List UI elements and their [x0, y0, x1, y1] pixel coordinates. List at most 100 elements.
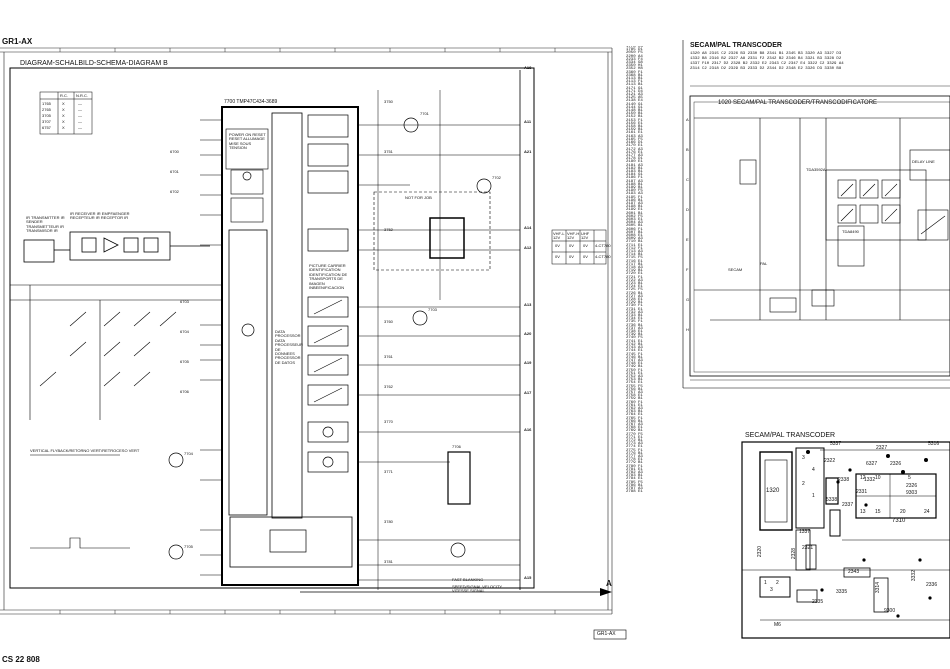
parts-list-item: 2177 A3	[626, 153, 643, 158]
parts-list-item: 2765 F1	[626, 416, 643, 421]
table-row: 2765	[42, 107, 51, 112]
parts-list-item: 2186 F1	[626, 176, 643, 181]
parts-list-item: 2766 B1	[626, 419, 643, 424]
side-table-cell: 0V	[555, 254, 560, 259]
parts-list-item: 2768 E1	[626, 426, 643, 431]
table-header-rc: R.C.	[60, 93, 68, 98]
parts-list-item: 2710 B1	[626, 240, 643, 245]
component-ref: 6704	[180, 329, 189, 334]
parts-list-item: 2728 E1	[626, 298, 643, 303]
parts-list-item: 2737 A3	[626, 326, 643, 331]
parts-list-item: 2144 G1	[626, 105, 643, 110]
parts-list-item: 2150 B1	[626, 112, 643, 117]
pcb-label: 2336	[926, 582, 938, 588]
pin-label: A16	[524, 427, 532, 432]
parts-list-item: 2764 E1	[626, 413, 643, 418]
parts-list-item: 2360 F1	[626, 70, 643, 75]
parts-list-item: 2720 E1	[626, 272, 643, 277]
parts-list-item: 2121 A3	[626, 93, 643, 98]
table-cell: —	[78, 113, 82, 118]
pcb-label: 1332	[864, 477, 876, 483]
pcb-label: 2335	[812, 599, 824, 605]
side-table-label: 4-CT780	[595, 243, 611, 248]
pcb-pin: 12	[860, 475, 866, 481]
block-power-on-reset: POWER ON RESET RESET ALLUMAGE MISE SOUS …	[229, 132, 266, 151]
parts-list-item: 2773 A3	[626, 442, 643, 447]
parts-list-item: 2188 B1	[626, 182, 643, 187]
parts-list-item: 2750 F1	[626, 368, 643, 373]
parts-list-item: 2182 B1	[626, 166, 643, 171]
parts-list-item: 2368 B1	[626, 73, 643, 78]
parts-list-item: 2716 E1	[626, 259, 643, 264]
footer-box-label: GR1-AX	[597, 631, 616, 637]
parts-list-item: 2762 A3	[626, 406, 643, 411]
parts-list-item: 2719 B1	[626, 269, 643, 274]
parts-list-item: 1785 D1	[626, 48, 643, 53]
parts-list-item: 2784 E1	[626, 477, 643, 482]
parts-list-item: 2197 A3	[626, 201, 643, 206]
parts-list-item: 2171 D4	[626, 89, 643, 94]
block-data-processor: DATA PROCESSOR DATA PROCESSEUR DE DONNEE…	[275, 329, 304, 365]
table-cell: X	[62, 107, 65, 112]
parts-list-item: 2604 A3	[626, 221, 643, 226]
parts-list-item: 2723 B1	[626, 282, 643, 287]
parts-list-item: 2729 B1	[626, 301, 643, 306]
secam-inline-label: TDA3592A	[806, 167, 826, 172]
pin-label: A14	[524, 225, 532, 230]
parts-list-item: 2713 A3	[626, 250, 643, 254]
parts-list-item: 2153 F1	[626, 118, 643, 123]
parts-list-item: 2187 A3	[626, 179, 643, 184]
parts-list-item: 2749 B1	[626, 365, 643, 370]
pin-label: A18	[524, 65, 532, 70]
pcb-pin: 15	[875, 509, 881, 515]
parts-list-item: 2159 B1	[626, 128, 643, 133]
secam-row-letter: D	[686, 207, 689, 212]
parts-list-item: 2761 E1	[626, 403, 643, 408]
secam-row-letter: H	[686, 327, 689, 332]
side-table-cell: 0V	[569, 254, 574, 259]
table-cell: —	[78, 107, 82, 112]
component-ref: 3750	[384, 99, 393, 104]
parts-list-item: 2198 B1	[626, 205, 643, 210]
pcb-label: 9303	[906, 490, 918, 496]
component-ref: 3752	[384, 227, 393, 232]
parts-list-item: 2140 G1	[626, 102, 643, 107]
parts-list-item: 2733 B1	[626, 314, 643, 319]
parts-list-item: 2195 F1	[626, 195, 643, 200]
pcb-label: 5337	[830, 441, 842, 447]
ir-transmitter-label: IR TRANSMITTER IR SENDER TRANSMETTEUR IR…	[26, 215, 65, 234]
parts-list-item: 2758 E1	[626, 394, 643, 399]
side-table-header: VHF-H 12V	[567, 231, 580, 240]
parts-list-item: 2156 E1	[626, 121, 643, 126]
parts-list-item: 2233 F4	[626, 57, 643, 62]
component-ref: 6706	[180, 389, 189, 394]
parts-list-item: 2714 B1	[626, 253, 643, 258]
pcb-label: 2338	[838, 477, 850, 483]
parts-list-item: 2184 G1	[626, 173, 643, 178]
pin-label: A20	[524, 331, 532, 336]
parts-list-item: 2779 B1	[626, 461, 643, 466]
side-table-cell: 0V	[583, 254, 588, 259]
parts-list-item: 2745 F1	[626, 352, 643, 357]
parts-list-item: 2199 E1	[626, 208, 643, 213]
parts-list-item: 2113 F1	[626, 80, 643, 85]
component-ref: 6703	[180, 299, 189, 304]
parts-list-item: 2606 F1	[626, 227, 643, 232]
parts-list-item: 2748 E1	[626, 362, 643, 367]
parts-list-item: 2183 B1	[626, 169, 643, 174]
side-table-header: VHF-L 12V	[553, 231, 565, 240]
component-ref: 3760	[384, 319, 393, 324]
parts-list-item: 2726 B1	[626, 291, 643, 296]
secam-table-row: 1320 A8 2315 C2 2326 B3 2330 B8 2341 B1 …	[690, 52, 842, 56]
parts-list-item: 2743 A3	[626, 346, 643, 351]
footer-code: CS 22 808	[2, 655, 40, 664]
parts-list-item: 2771 E1	[626, 435, 643, 440]
table-cell: —	[78, 125, 82, 130]
secam-box-title: 1020 SECAM/PAL TRANSCODER/TRANSCODIFICAT…	[718, 100, 878, 106]
parts-list-item: 2163 A3	[626, 134, 643, 139]
table-cell: X	[62, 125, 65, 130]
parts-list-item: 2721 F1	[626, 275, 643, 280]
pcb-label: M6	[774, 622, 781, 628]
pcb-label: 1337	[799, 529, 811, 535]
